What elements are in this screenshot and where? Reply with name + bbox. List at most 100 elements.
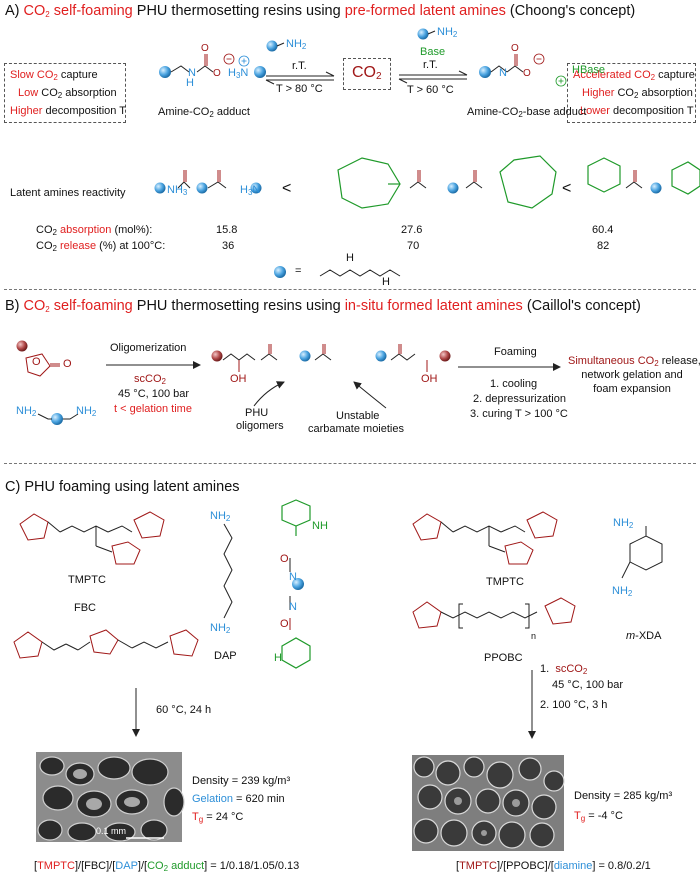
adduct-h-label: H [186, 77, 194, 89]
right-down-arrow [528, 670, 536, 739]
nh2-reagent-label-right: NH2 [437, 26, 458, 39]
amine-co2-base-adduct-label: Amine-CO2-base adduct [467, 106, 587, 119]
adduct-h3n-label: H3N [228, 67, 249, 80]
section-a-title: A) CO2 self-foaming PHU thermosetting re… [5, 3, 636, 19]
rt-label-left: r.T. [292, 60, 307, 72]
result-line1: Simultaneous CO2 release, [568, 355, 700, 368]
adduct-h-bottom: H [274, 652, 282, 664]
left-density: Density = 239 kg/m³ [192, 775, 291, 787]
foaming-arrow [458, 363, 561, 371]
scco2-label: scCO2 [134, 373, 166, 386]
mxda-label: m-XDA [626, 630, 662, 642]
co2-center-box [343, 58, 391, 90]
right-condition-1: 1. scCO2 [540, 663, 588, 676]
tmptc-left-structure [19, 511, 165, 565]
b-h2n-left: NH2 [16, 405, 37, 418]
co2-center-label: CO2 [352, 64, 382, 82]
tmptc-right-structure [412, 511, 558, 565]
less-than-2: < [562, 180, 572, 197]
phu-oligomers-label-1: PHU [245, 407, 269, 419]
adduct-nh-2: N [289, 601, 297, 613]
amine-co2-base-adduct-structure: O O [479, 43, 567, 87]
nh3-left-label: NH3 [167, 184, 188, 197]
step2-label: 2. depressurization [473, 393, 566, 405]
right-ratio: [TMPTC]/[PPOBC]/[diamine] = 0.8/0.2/1 [456, 860, 651, 872]
reactivity-label: Latent amines reactivity [10, 187, 126, 199]
right-box-line3: Lower decomposition T [580, 105, 694, 117]
svg-text:O: O [523, 68, 531, 79]
section-b-title: B) CO2 self-foaming PHU thermosetting re… [5, 298, 641, 314]
cond2-label: t < gelation time [114, 403, 192, 415]
amine-co2-adduct-structure: O O [159, 43, 266, 79]
unstable-label-2: carbamate moieties [308, 423, 404, 435]
cyclocarbonate-diamine-reagents [16, 340, 79, 425]
right-foam-sem-image [412, 755, 565, 851]
ppobc-structure [412, 597, 576, 629]
svg-text:O: O [201, 43, 209, 54]
dap-nh2-top: NH2 [210, 510, 231, 523]
adduct-o-1: O [280, 553, 289, 565]
mxda-nh2-top: NH2 [613, 517, 634, 530]
reversible-arrow-left [265, 40, 335, 85]
sphere-legend [274, 266, 401, 278]
co2-adduct-structure [281, 499, 311, 669]
result-line2: network gelation and [581, 369, 683, 381]
b-oh-right: OH [421, 373, 438, 385]
right-condition-3: 2. 100 °C, 3 h [540, 699, 608, 711]
oligomerization-label: Oligomerization [110, 342, 187, 354]
svg-text:O: O [213, 68, 221, 79]
section-c-title: C) PHU foaming using latent amines [5, 479, 240, 495]
b-nh2-right: NH2 [76, 405, 97, 418]
fbc-label: FBC [74, 602, 96, 614]
left-ratio: [TMPTC]/[FBC]/[DAP]/[CO2 adduct] = 1/0.1… [34, 860, 300, 873]
right-box-line2: Higher CO2 absorption [582, 87, 693, 100]
left-property-box [4, 63, 126, 123]
rel-value-2: 70 [407, 240, 420, 252]
adduct-o-2: O [280, 618, 289, 630]
left-box-line1: Slow CO2 capture [10, 69, 98, 82]
base-adduct-nh: N [499, 67, 507, 79]
abs-value-1: 15.8 [216, 224, 238, 236]
right-box-line1: Accelerated CO2 capture [573, 69, 695, 82]
cond1-label: 45 °C, 100 bar [118, 388, 190, 400]
absorption-label: CO2 absorption (mol%): [36, 224, 153, 237]
tmptc-left-label: TMPTC [68, 574, 106, 586]
fbc-structure [13, 629, 199, 659]
right-density: Density = 285 kg/m³ [574, 790, 673, 802]
dap-nh2-bottom: NH2 [210, 622, 231, 635]
left-gelation: Gelation = 620 min [192, 793, 285, 805]
legend-h1: H [346, 252, 354, 264]
phu-oligomers-label-2: oligomers [236, 420, 284, 432]
h3n-right-label: H3N [240, 184, 261, 197]
equals-sign: = [295, 265, 302, 277]
abs-value-3: 60.4 [592, 224, 614, 236]
adduct-nh-label: N [188, 67, 196, 79]
left-box-line2: Low CO2 absorption [18, 87, 117, 100]
rel-value-3: 82 [597, 240, 610, 252]
right-property-box [567, 63, 696, 123]
adduct-nh-plus-top: NH [312, 520, 328, 532]
rt-label-right: r.T. [423, 59, 438, 71]
left-condition: 60 °C, 24 h [156, 704, 212, 716]
nh2-reagent-label: NH2 [286, 38, 307, 51]
latent-amine-structures [154, 155, 700, 209]
adduct-nh-1: N [289, 571, 297, 583]
left-foam-sem-image [36, 752, 185, 842]
result-line3: foam expansion [593, 383, 671, 395]
divider-bc [4, 463, 696, 464]
right-tg: Tg = -4 °C [574, 810, 623, 823]
unstable-label-1: Unstable [336, 410, 380, 422]
rel-value-1: 36 [222, 240, 235, 252]
t80-label: T > 80 °C [276, 83, 323, 95]
t60-label: T > 60 °C [407, 84, 454, 96]
step1-label: 1. cooling [490, 378, 538, 390]
phu-oligomer-structure [211, 344, 451, 372]
plus-charge-icon [238, 55, 250, 67]
left-tg: Tg = 24 °C [192, 811, 244, 824]
legend-h2: H [382, 276, 390, 288]
b-carbonate-o1: O [32, 356, 41, 368]
divider-ab [4, 289, 696, 290]
oligomerization-arrow [106, 361, 201, 369]
right-condition-2: 45 °C, 100 bar [552, 679, 624, 691]
release-label: CO2 release (%) at 100°C: [36, 240, 166, 253]
